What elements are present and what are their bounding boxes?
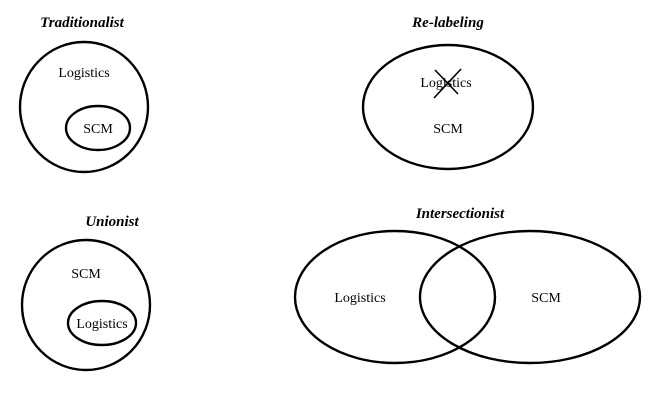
scm-ellipse — [361, 43, 535, 171]
scm-outer-ellipse — [20, 238, 152, 372]
scm-label: SCM — [71, 267, 101, 282]
logistics-outer-ellipse — [18, 40, 150, 174]
logistics-ellipse — [293, 229, 497, 365]
logistics-inner-ellipse — [66, 299, 138, 347]
intersectionist-title: Intersectionist — [415, 206, 505, 222]
relabeling-panel: Re-labeling Logistics SCM — [361, 15, 535, 171]
logistics-label: Logistics — [58, 66, 109, 81]
relabeling-title: Re-labeling — [411, 15, 484, 31]
unionist-panel: Unionist SCM Logistics — [20, 214, 152, 372]
logistics-label: Logistics — [334, 291, 385, 306]
unionist-title: Unionist — [85, 214, 139, 230]
crossed-logistics-label: Logistics — [420, 76, 471, 91]
scm-ellipse — [418, 229, 642, 365]
intersectionist-panel: Intersectionist Logistics SCM — [293, 206, 642, 365]
logistics-label: Logistics — [76, 317, 127, 332]
traditionalist-panel: Traditionalist Logistics SCM — [18, 15, 150, 174]
scm-inner-ellipse — [64, 104, 132, 152]
scm-label: SCM — [433, 122, 463, 137]
cross-out-mark — [433, 68, 462, 99]
traditionalist-title: Traditionalist — [40, 15, 124, 31]
scm-label: SCM — [83, 122, 113, 137]
scm-label: SCM — [531, 291, 561, 306]
